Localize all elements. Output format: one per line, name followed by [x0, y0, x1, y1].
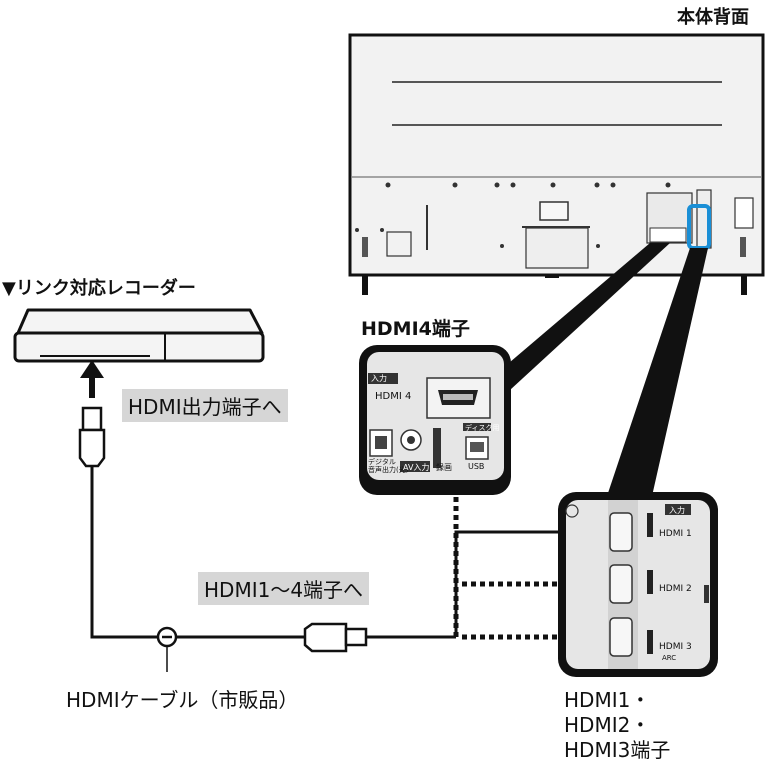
hdmi4-rec-label: 録画: [436, 463, 452, 472]
hdmi123-input-tag: 入力: [669, 506, 685, 515]
hdmi4-av-label: AV入力: [403, 463, 430, 472]
hdmi3-label: HDMI 3: [659, 642, 692, 652]
recorder-device: [13, 308, 265, 363]
hdmi4-port-label: HDMI 4: [375, 391, 412, 402]
hdmi4-input-tag: 入力: [371, 374, 387, 383]
hdmi-plug-tv-end: [303, 622, 368, 653]
tv-back: [348, 33, 765, 295]
route-hdmi1: [454, 530, 600, 637]
arc-label: ARC: [662, 654, 677, 662]
cable-label: HDMIケーブル（市販品）: [66, 688, 299, 712]
hdmi4-usb-label: USB: [468, 462, 485, 471]
hdmi123-label-2: HDMI2・: [564, 713, 651, 737]
hdmi-plug-recorder-end: [78, 406, 106, 468]
callout-wedge-hdmi4: [503, 243, 670, 390]
hdmi123-label-1: HDMI1・: [564, 688, 651, 712]
tv-back-title: 本体背面: [677, 7, 749, 28]
hdmi-out-tag: HDMI出力端子へ: [122, 389, 288, 422]
callout-wedge-hdmi123: [605, 248, 708, 505]
hdmi-cable: [90, 466, 305, 639]
hdmi123-label-3: HDMI3端子: [564, 738, 671, 762]
hdmi-1-4-tag: HDMI1～4端子へ: [198, 572, 370, 605]
hdmi4-hdd-label: ディスク用: [465, 424, 500, 432]
hdmi1-label: HDMI 1: [659, 529, 692, 539]
hdmi123-panel: [558, 492, 718, 677]
hdmi4-panel: [359, 345, 511, 495]
hdmi4-title: HDMI4端子: [361, 318, 470, 340]
recorder-title: ▼リンク対応レコーダー: [2, 278, 196, 299]
hdmi4-digital-label: デジタル 音声出力(光): [368, 458, 409, 474]
hdmi2-label: HDMI 2: [659, 584, 692, 594]
